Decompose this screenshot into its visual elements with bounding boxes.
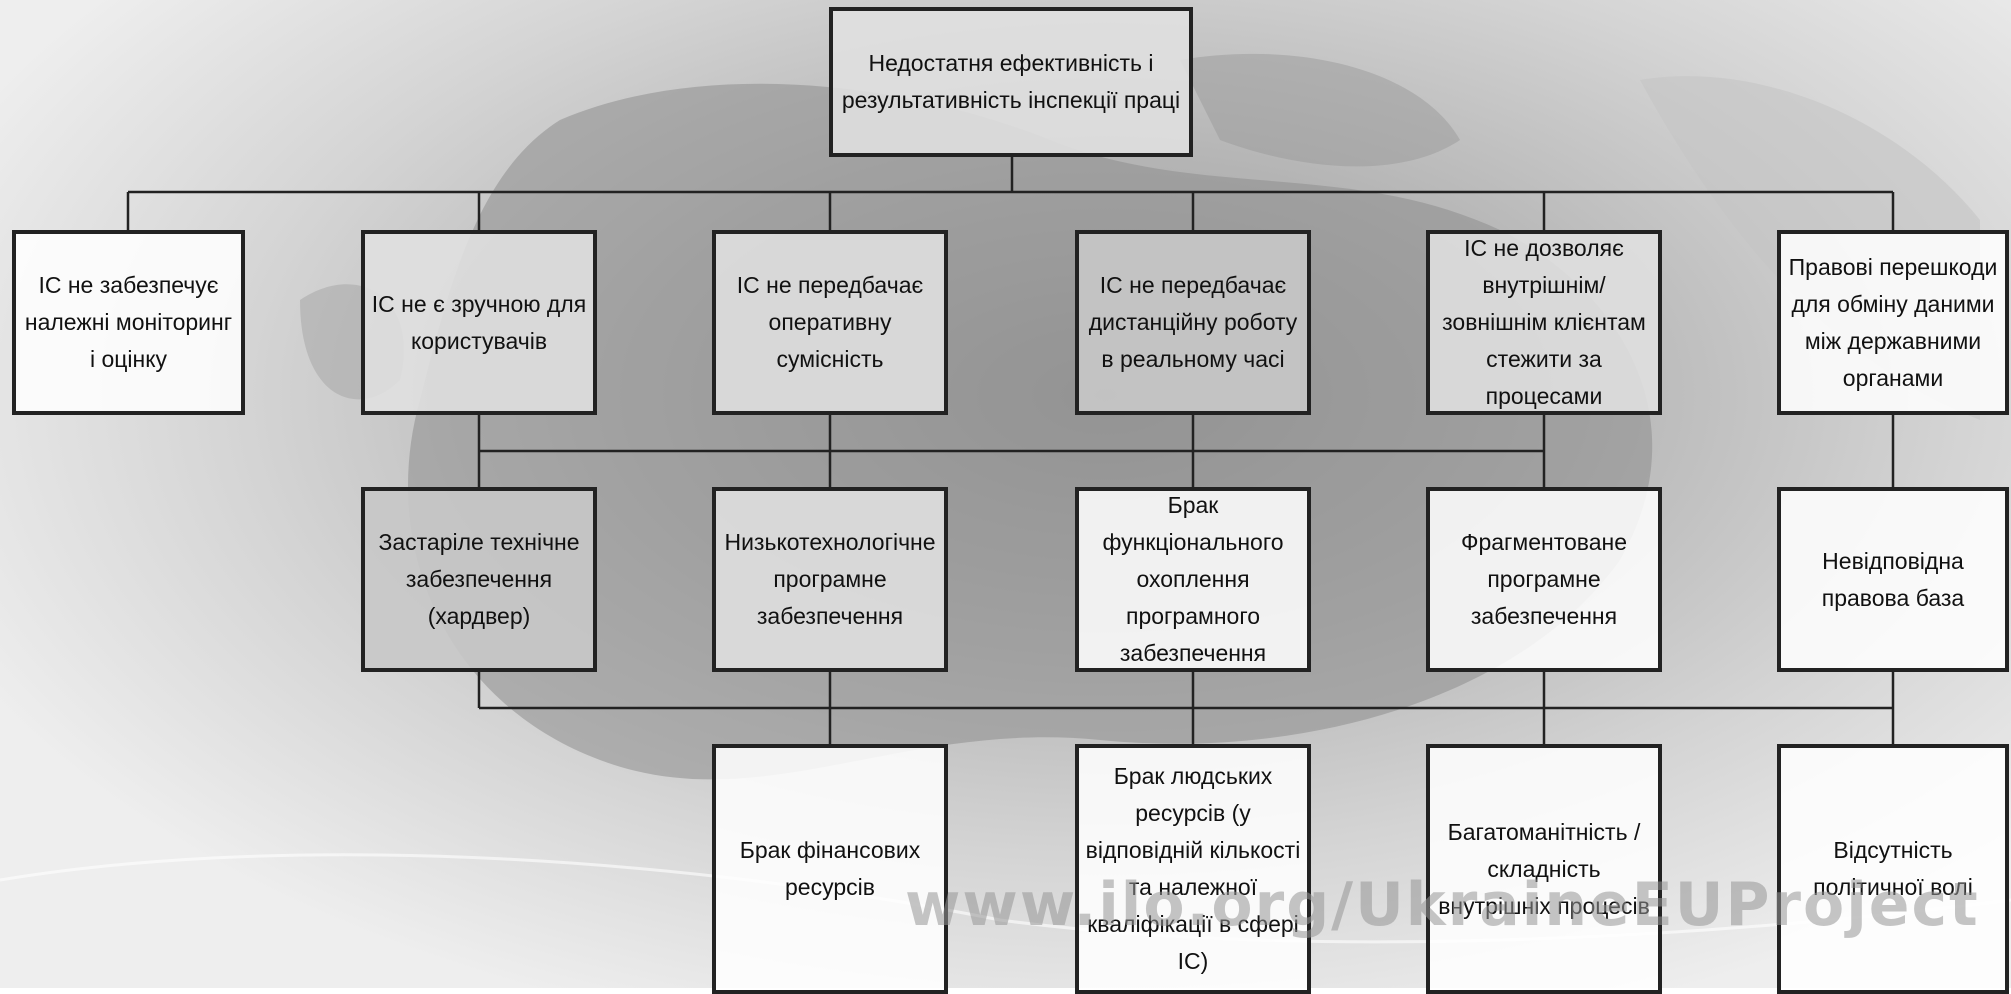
node-l2-fragmented-software: Фрагментоване програмне забезпечення [1426, 487, 1662, 672]
node-l1-monitoring: ІС не забезпечує належні моніторинг і оц… [12, 230, 245, 415]
node-l1-legal-barriers: Правові перешкоди для обміну даними між … [1777, 230, 2009, 415]
node-l1-usability: ІС не є зручною для користувачів [361, 230, 597, 415]
node-l1-interoperability: ІС не передбачає оперативну сумісність [712, 230, 948, 415]
node-root: Недостатня ефективність і результативніс… [829, 7, 1193, 157]
node-l3-financial-resources: Брак фінансових ресурсів [712, 744, 948, 994]
node-l3-human-resources: Брак людських ресурсів (у відповідній кі… [1075, 744, 1311, 994]
node-l2-hardware: Застаріле технічне забезпечення (хардвер… [361, 487, 597, 672]
node-l1-remote-work: ІС не передбачає дистанційну роботу в ре… [1075, 230, 1311, 415]
node-l2-lowtech-software: Низькотехнологічне програмне забезпеченн… [712, 487, 948, 672]
node-l2-legal-base: Невідповідна правова база [1777, 487, 2009, 672]
node-l3-process-complexity: Багатоманітність / складність внутрішніх… [1426, 744, 1662, 994]
node-l2-software-coverage: Брак функціонального охоплення програмно… [1075, 487, 1311, 672]
node-l3-political-will: Відсутність політичної волі [1777, 744, 2009, 994]
node-l1-client-tracking: ІС не дозволяє внутрішнім/зовнішнім кліє… [1426, 230, 1662, 415]
watermark-url: www.ilo.org/UkraineEUProject [905, 870, 1980, 940]
